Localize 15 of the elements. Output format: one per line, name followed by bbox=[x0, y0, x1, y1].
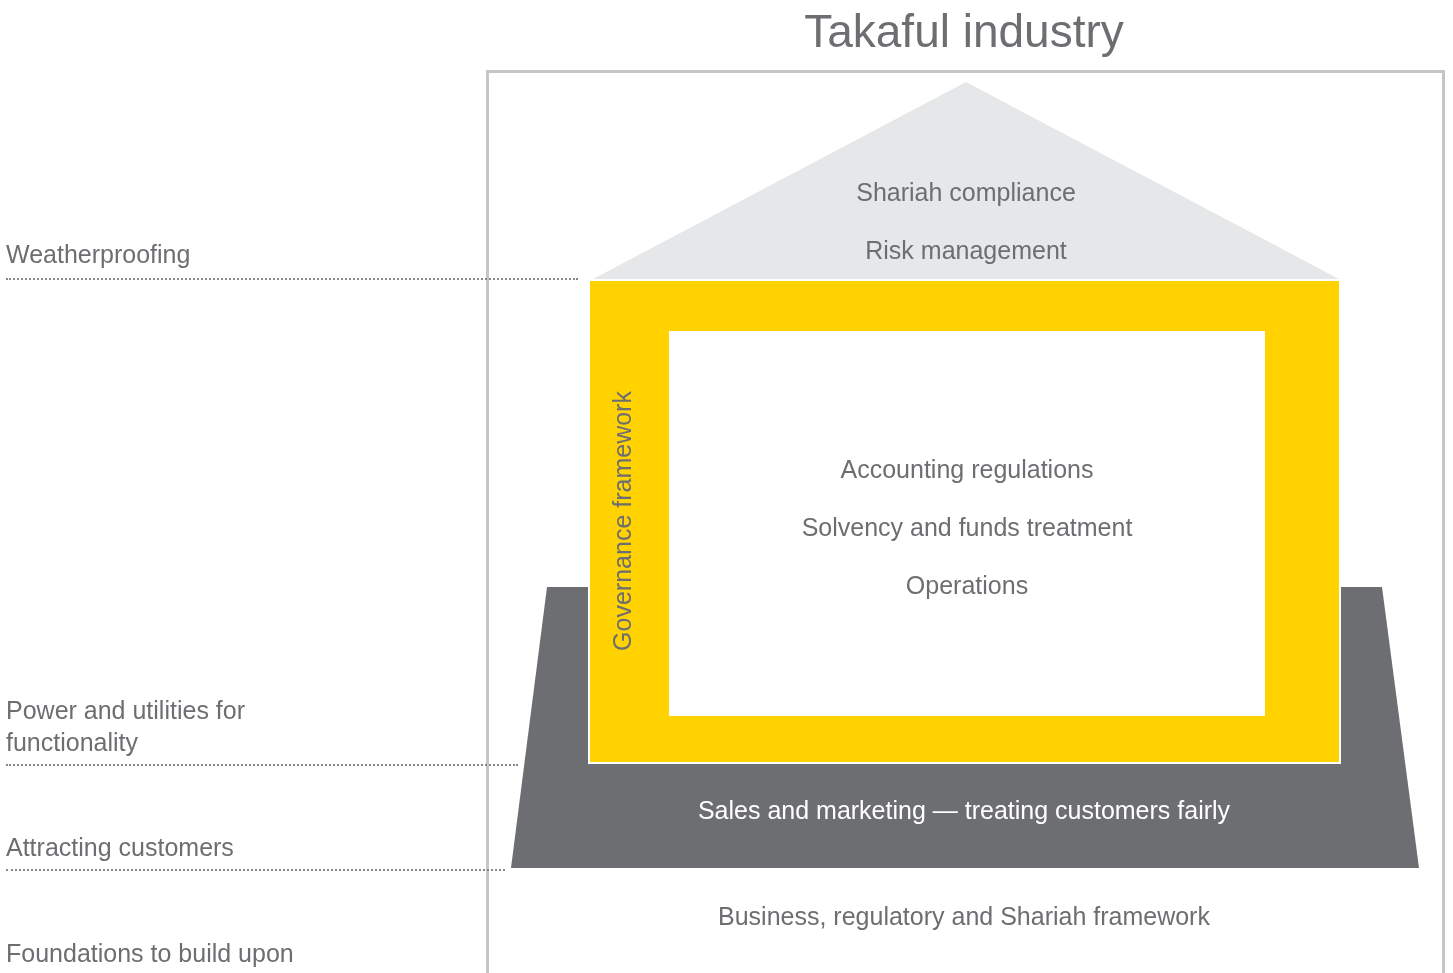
level-label: Attracting customers bbox=[6, 832, 235, 863]
level-label: Weatherproofing bbox=[6, 239, 192, 270]
panel-text: Accounting regulations bbox=[840, 455, 1094, 484]
panel-text: Operations bbox=[905, 571, 1029, 600]
diagram-heading: Takaful industry bbox=[804, 4, 1124, 58]
base-text: Sales and marketing — treating customers fairly bbox=[697, 796, 1231, 825]
foundation-text: Business, regulatory and Shariah framework bbox=[718, 902, 1210, 931]
frame-band bbox=[588, 279, 1341, 764]
level-label: Foundations to build upon bbox=[6, 938, 295, 969]
inner-panel bbox=[669, 331, 1265, 716]
frame-text: Governance framework bbox=[607, 391, 637, 651]
panel-text: Solvency and funds treatment bbox=[801, 513, 1133, 542]
roof-text: Shariah compliance bbox=[856, 178, 1076, 207]
roof-text: Risk management bbox=[865, 236, 1067, 265]
level-label: Power and utilities for functionality bbox=[6, 695, 246, 758]
